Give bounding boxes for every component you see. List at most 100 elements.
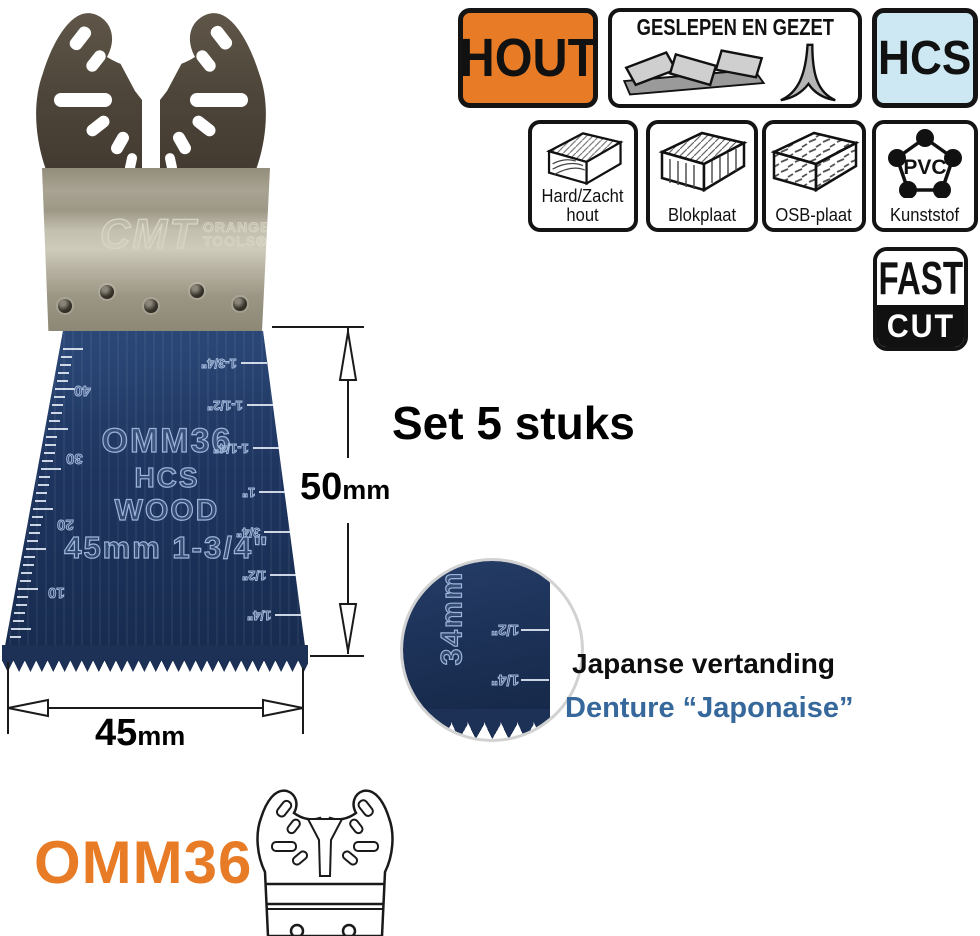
width-value: 45 [95, 712, 138, 754]
ruler-tick [25, 548, 46, 550]
tooth-detail-circle: 34mm 1/2" 1/4" [400, 558, 584, 742]
blockboard-icon [658, 131, 748, 193]
brand-tools-text: TOOLS® [202, 233, 268, 249]
detail-mark-quarter: 1/4" [491, 671, 520, 689]
ruler-tick [46, 436, 58, 438]
material-blokplaat: Blokplaat [646, 120, 758, 232]
brand-orange-text: ORANGE [202, 219, 271, 235]
detail-blade-corner [403, 561, 550, 709]
arbor-mount-drawing [36, 13, 266, 175]
rivet [190, 284, 204, 298]
ruler-tick [18, 588, 39, 590]
ruler-tick [59, 364, 71, 366]
ruler-mm-10: 10 [48, 584, 66, 602]
ruler-tick [30, 524, 42, 526]
width-unit: mm [137, 721, 186, 751]
ruler-tick [11, 628, 32, 630]
ruler-tick [24, 556, 36, 558]
ruler-tick [12, 620, 24, 622]
ruler-tick [50, 412, 62, 414]
fast-label: FAST [878, 252, 963, 304]
ruler-inch-mark: 1/2" [210, 567, 296, 583]
set-quantity-label: Set 5 stuks [392, 397, 635, 449]
material-osb-plaat: OSB-plaat [762, 120, 866, 232]
height-unit: mm [342, 475, 391, 505]
ruler-tick [62, 348, 83, 350]
width-dimension [0, 650, 340, 750]
ruler-inch-mark: 1-1/2" [187, 397, 273, 413]
width-dimension-label: 45mm [95, 712, 185, 755]
cut-label: CUT [886, 307, 955, 344]
badge-hout-label: HOUT [459, 28, 597, 88]
ruler-tick [42, 460, 54, 462]
detail-teeth [403, 709, 550, 739]
ruler-inch-mark: 1/4" [215, 607, 301, 623]
badge-geslepen-label: GESLEPEN EN GEZET [636, 14, 834, 40]
footer-model-code: OMM36 [34, 829, 253, 896]
ruler-tick [22, 564, 34, 566]
material-label: OSB-plaat [775, 205, 853, 225]
ruler-tick [52, 404, 64, 406]
blade-body: 40 30 20 10 1-3/4" 1-1/2" 1-1/4" 1" 3/4"… [0, 328, 334, 674]
badge-hout: HOUT [458, 8, 598, 108]
ruler-tick [43, 452, 55, 454]
blade-model-text: OMM36 [101, 421, 233, 460]
ruler-inch-mark: 3/4" [204, 524, 290, 540]
blade-material-text: WOOD [114, 493, 220, 527]
ruler-tick [56, 380, 68, 382]
height-value: 50 [300, 466, 343, 508]
ruler-tick [14, 612, 26, 614]
caption-dutch: Japanse vertanding [572, 648, 835, 679]
material-kunststof: PVC Kunststof [872, 120, 978, 232]
ruler-tick [53, 396, 65, 398]
badge-hcs-label: HCS [878, 31, 972, 85]
detail-mark-line [521, 679, 549, 681]
blade-teeth [2, 645, 308, 672]
blade-surface [5, 331, 305, 646]
ruler-tick [17, 596, 29, 598]
brand-cmt-text: CMT [99, 209, 197, 257]
ruler-tick [39, 476, 51, 478]
ruler-tick [15, 604, 27, 606]
material-label: Kunststof [890, 205, 960, 225]
ruler-tick [28, 532, 40, 534]
rivet [58, 299, 72, 313]
detail-width-label: 34mm [435, 570, 469, 666]
material-hard-zacht-hout: Hard/Zacht hout [528, 120, 638, 232]
rivet [233, 297, 247, 311]
material-label: hout [566, 205, 600, 225]
ruler-inch-mark: 1" [199, 484, 285, 500]
blade-arbor-mount [30, 5, 315, 175]
ruler-tick [9, 636, 21, 638]
ruler-tick [61, 356, 73, 358]
material-label: Hard/Zacht [542, 186, 624, 206]
ruler-tick [27, 540, 39, 542]
solid-wood-icon [546, 132, 624, 186]
ruler-tick [19, 580, 31, 582]
rivet [100, 285, 114, 299]
ruler-tick [45, 444, 56, 446]
pvc-pentagon-icon: PVC [888, 129, 962, 198]
ruler-tick [31, 516, 43, 518]
ruler-mm-40: 40 [74, 382, 92, 400]
pvc-text: PVC [903, 156, 946, 179]
ruler-tick [55, 388, 76, 390]
ruler-tick [33, 508, 54, 510]
ruler-inch-mark: 1-1/4" [193, 440, 279, 456]
brand-logo: CMT ORANGE TOOLS® [99, 209, 271, 258]
ruler-tick [58, 372, 70, 374]
badge-hcs: HCS [872, 8, 978, 108]
osb-icon [770, 131, 860, 193]
rivet [144, 299, 158, 313]
ruler-tick [40, 468, 61, 470]
blade-size-text: 45mm 1-3/4" [64, 529, 270, 565]
ruler-tick [34, 500, 46, 502]
set-teeth-icon [622, 43, 836, 102]
detail-mark-half: 1/2" [491, 621, 520, 639]
badge-fast-cut: FAST CUT [873, 247, 968, 351]
ruler-tick [49, 420, 61, 422]
badge-geslepen-en-gezet: GESLEPEN EN GEZET [608, 8, 862, 108]
ruler-inch-mark: 1-3/4" [181, 355, 267, 371]
blade-metal-plate: CMT ORANGE TOOLS® [42, 168, 270, 331]
